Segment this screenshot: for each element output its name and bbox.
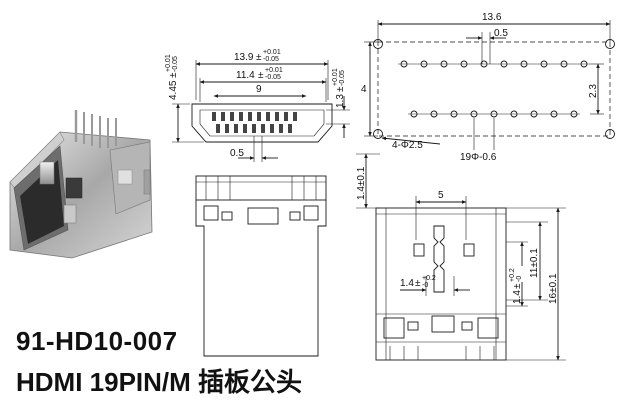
pcb-pin-holes: 19Φ-0.6 xyxy=(460,152,497,163)
pcb-row-spacing: 2.3 xyxy=(588,84,599,98)
pcb-mount-holes: 4-Φ2.5 xyxy=(392,140,423,151)
top-offset: 1.4±0.1 xyxy=(356,166,367,200)
top-view xyxy=(195,175,327,357)
svg-text:-0.05: -0.05 xyxy=(265,74,281,81)
front-pin-span: 9 xyxy=(256,84,262,95)
svg-text:±: ± xyxy=(335,86,346,92)
side-overall-height: 16±0.1 xyxy=(548,273,559,304)
svg-text:±: ± xyxy=(168,72,179,78)
svg-text:±: ± xyxy=(512,283,523,289)
svg-text:-0.05: -0.05 xyxy=(263,56,279,63)
connector-photo xyxy=(9,110,153,259)
svg-text:±: ± xyxy=(415,278,421,289)
svg-text:+0.2: +0.2 xyxy=(509,268,516,282)
side-tab-height: 1.4 xyxy=(512,290,523,304)
svg-text:+0.01: +0.01 xyxy=(332,68,339,86)
svg-text:+0.01: +0.01 xyxy=(265,67,283,74)
front-inner-height: 1.3 xyxy=(335,94,346,108)
pcb-footprint xyxy=(364,20,615,150)
pcb-pitch: 0.5 xyxy=(494,28,508,39)
front-inner-width: 11.4 xyxy=(236,70,255,81)
svg-text:-0: -0 xyxy=(516,276,523,282)
side-view-labels: 1.4±0.1 5 1.4 ± +0.2 -0 1.4 ± +0.2 -0 11… xyxy=(356,166,559,304)
part-description: HDMI 19PIN/M 插板公头 xyxy=(16,367,303,397)
front-view-labels: 13.9 ± +0.01 -0.05 11.4 ± +0.01 -0.05 9 … xyxy=(165,49,346,159)
front-view xyxy=(172,60,350,162)
front-overall-width: 13.9 xyxy=(234,52,254,63)
svg-text:-0: -0 xyxy=(422,282,428,289)
side-slot-width: 5 xyxy=(438,190,444,201)
svg-text:-0.05: -0.05 xyxy=(339,70,346,86)
pcb-overall-length: 13.6 xyxy=(482,12,502,23)
side-view xyxy=(356,153,566,361)
side-mid-height: 11±0.1 xyxy=(529,248,540,278)
svg-text:±: ± xyxy=(256,52,262,63)
svg-text:+0.01: +0.01 xyxy=(165,54,172,72)
pcb-footprint-labels: 13.6 0.5 4 2.3 4-Φ2.5 19Φ-0.6 xyxy=(361,12,599,163)
part-number: 91-HD10-007 xyxy=(16,326,178,356)
svg-text:+0.2: +0.2 xyxy=(422,275,436,282)
svg-text:±: ± xyxy=(258,70,264,81)
side-slot-depth: 1.4 xyxy=(400,278,414,289)
svg-text:+0.01: +0.01 xyxy=(263,49,281,56)
pcb-height: 4 xyxy=(361,84,367,95)
front-pitch: 0.5 xyxy=(230,148,244,159)
front-height: 4.45 xyxy=(168,80,179,100)
svg-text:-0.05: -0.05 xyxy=(172,56,179,72)
